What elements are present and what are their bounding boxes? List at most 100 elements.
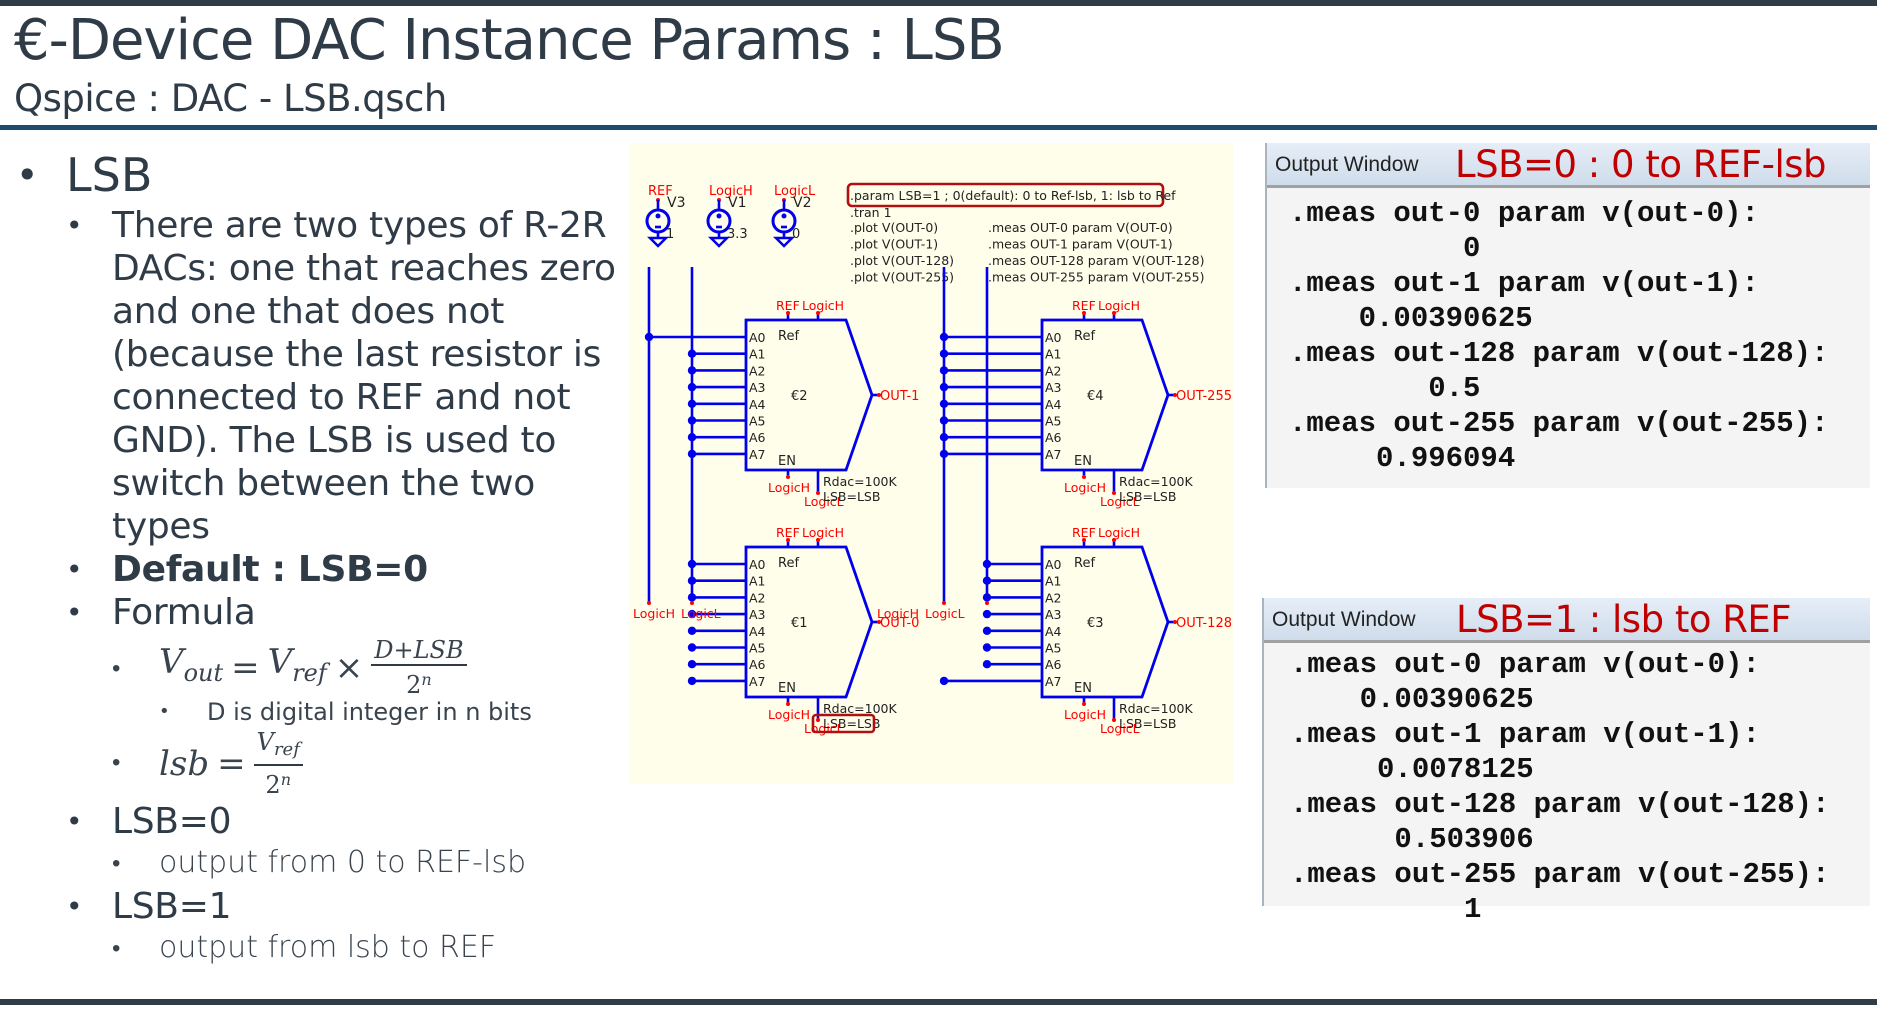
description-line: types xyxy=(112,506,210,547)
output-window-body: .meas out-0 param v(out-0): 0.meas out-1… xyxy=(1267,188,1870,488)
ref-pin-label: Ref xyxy=(778,556,799,571)
ground-icon xyxy=(646,236,670,248)
address-pin-label: A7 xyxy=(1045,674,1062,689)
en-pin-label: EN xyxy=(778,454,796,469)
address-pin-label: A6 xyxy=(1045,430,1062,445)
source-name: V3 xyxy=(667,195,685,211)
ground-icon xyxy=(772,236,796,248)
en-net-label: LogicH xyxy=(1064,480,1106,495)
description-line: DACs: one that reaches zero xyxy=(112,248,616,289)
dac-symbol xyxy=(744,545,874,699)
bottom-border xyxy=(0,999,1877,1005)
bullet-default: •Default : LSB=0 xyxy=(14,548,624,591)
logich-net-label: LogicH xyxy=(1098,298,1140,313)
title-divider xyxy=(0,125,1877,130)
math-exponent: n xyxy=(280,770,292,789)
rdac-param: Rdac=100K xyxy=(823,474,897,489)
bullet-dot: • xyxy=(66,209,83,242)
fraction-numerator: Vref xyxy=(253,728,303,766)
meas-result-value: 1 xyxy=(1290,893,1482,926)
pin-marker xyxy=(816,718,820,722)
bullet-text: Default : LSB=0 xyxy=(112,549,428,590)
output-window-annotation: LSB=1 : lsb to REF xyxy=(1456,598,1792,641)
address-pin-label: A6 xyxy=(749,430,766,445)
source-name: V1 xyxy=(728,195,746,211)
pin-marker xyxy=(816,491,820,495)
meas-result-value: 0.5 xyxy=(1289,372,1481,405)
bullet-dot: • xyxy=(66,596,83,629)
dac-instance-name: €2 xyxy=(791,389,808,404)
lsb-net-label: LogicL xyxy=(1100,494,1140,509)
ref-net-label: REF xyxy=(776,525,800,540)
lsb-net-label: LogicL xyxy=(804,494,844,509)
bullet-description: • There are two types of R-2R DACs: one … xyxy=(14,204,624,548)
tran-directive: .tran 1 xyxy=(850,205,892,220)
bullet-lsb0-note: •output from 0 to REF-lsb xyxy=(14,843,624,883)
ref-pin-label: Ref xyxy=(1074,329,1095,344)
address-pin-label: A5 xyxy=(749,414,766,429)
junction-dot xyxy=(687,660,697,669)
bullet-dot: • xyxy=(66,890,83,923)
address-pin-label: A5 xyxy=(1045,414,1062,429)
output-net-label: OUT-0 xyxy=(880,616,919,631)
junction-dot xyxy=(982,626,992,635)
dac-symbol xyxy=(744,318,874,472)
bullet-dot: • xyxy=(112,934,121,962)
meas-result-value: 0.996094 xyxy=(1289,442,1516,475)
bus-net-label: LogicL xyxy=(681,606,721,621)
logich-net-label: LogicH xyxy=(802,298,844,313)
source-value: 0 xyxy=(792,227,800,242)
bullet-dot: • xyxy=(112,849,121,877)
meas-command-line: .meas out-128 param v(out-128): xyxy=(1289,337,1829,370)
output-window-lsb0: Output Window LSB=0 : 0 to REF-lsb .meas… xyxy=(1265,143,1870,488)
rdac-param: Rdac=100K xyxy=(823,701,897,716)
dac-instance-name: €1 xyxy=(791,616,808,631)
bullet-dot: • xyxy=(159,701,170,722)
source-plus xyxy=(716,213,722,219)
bus-net-label: LogicH xyxy=(877,606,919,621)
plot-directive: .plot V(OUT-255) xyxy=(850,270,954,285)
pin-marker xyxy=(1173,393,1177,397)
bullet-text: D is digital integer in n bits xyxy=(207,698,532,726)
address-pin-label: A0 xyxy=(1045,557,1062,572)
output-window-annotation: LSB=0 : 0 to REF-lsb xyxy=(1455,143,1826,186)
rdac-param: Rdac=100K xyxy=(1119,701,1193,716)
lsb-equation: lsb = Vref 2n xyxy=(159,728,303,799)
junction-dot xyxy=(687,643,697,652)
bullet-lsb1: •LSB=1 xyxy=(14,885,624,928)
pin-marker xyxy=(1112,311,1116,315)
meas-result-value: 0.00390625 xyxy=(1289,302,1533,335)
pin-marker xyxy=(1082,311,1086,315)
ref-pin-label: Ref xyxy=(1074,556,1095,571)
pin-marker xyxy=(786,475,790,479)
address-pin-label: A7 xyxy=(1045,447,1062,462)
address-pin-label: A3 xyxy=(749,380,766,395)
pin-marker xyxy=(877,393,881,397)
dac-symbol xyxy=(1040,318,1170,472)
meas-command-line: .meas out-0 param v(out-0): xyxy=(1290,648,1760,681)
junction-dot xyxy=(939,676,949,686)
description-line: GND). The LSB is used to xyxy=(112,420,557,461)
address-pin-label: A3 xyxy=(1045,380,1062,395)
address-pin-label: A4 xyxy=(749,624,766,639)
fraction-denominator: 2n xyxy=(265,766,291,799)
dac-symbol xyxy=(1040,545,1170,699)
address-pin-label: A1 xyxy=(749,574,766,589)
bullet-dot: • xyxy=(16,153,39,197)
description-line: and one that does not xyxy=(112,291,505,332)
pin-marker xyxy=(816,311,820,315)
source-value: 1 xyxy=(666,227,674,242)
address-pin-label: A7 xyxy=(749,674,766,689)
description-line: switch between the two xyxy=(112,463,535,504)
vout-equation: Vout = Vref × D+LSB 2n xyxy=(159,636,467,699)
source-net-label: LogicH xyxy=(709,184,753,199)
pin-marker xyxy=(786,702,790,706)
meas-result-value: 0.0078125 xyxy=(1290,753,1534,786)
ground-icon xyxy=(707,236,731,248)
lsb-param-highlight xyxy=(811,713,876,734)
bullet-formula: •Formula xyxy=(14,591,624,634)
bus-net-label: LogicH xyxy=(633,606,675,621)
lsb-param: LSB=LSB xyxy=(1119,716,1176,731)
pin-marker xyxy=(1112,718,1116,722)
meas-command-line: .meas out-128 param v(out-128): xyxy=(1290,788,1830,821)
